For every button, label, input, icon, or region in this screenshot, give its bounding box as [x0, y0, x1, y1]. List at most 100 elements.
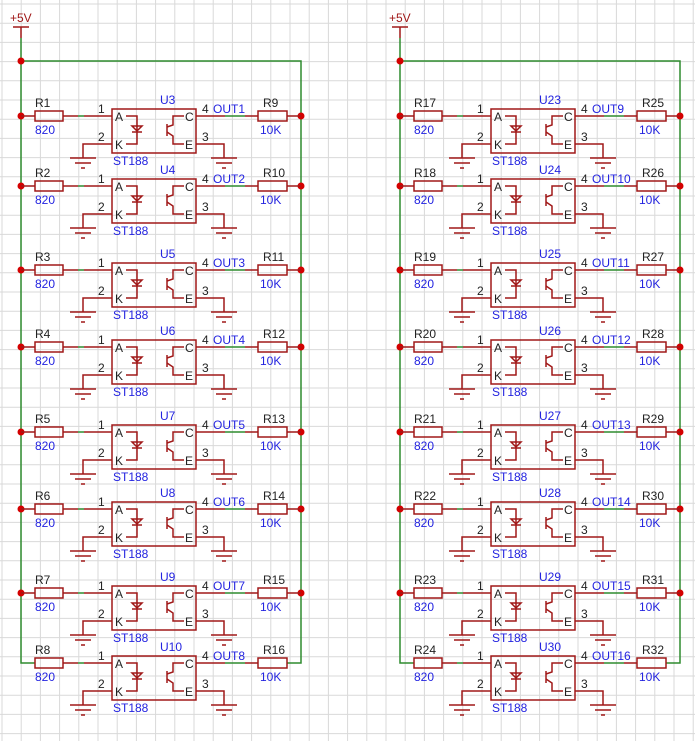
optocoupler-part: ST188 [113, 224, 149, 238]
input-resistor-ref: R2 [35, 166, 51, 180]
input-resistor-value: 820 [414, 193, 434, 207]
phototransistor-icon [545, 447, 563, 461]
pin-name: E [564, 615, 572, 629]
wire [461, 536, 491, 551]
wire [575, 143, 604, 158]
pullup-resistor-value: 10K [260, 354, 281, 368]
pin-number: 1 [98, 102, 105, 116]
optocoupler-part: ST188 [113, 631, 149, 645]
wire [575, 536, 604, 551]
pin-number: 2 [477, 200, 484, 214]
pullup-resistor-ref: R25 [642, 96, 664, 110]
optocoupler-body [490, 424, 576, 470]
pullup-resistor-value: 10K [260, 193, 281, 207]
pin-name: A [115, 657, 123, 671]
input-resistor-ref: R3 [35, 250, 51, 264]
wire [196, 536, 225, 551]
optocoupler-part: ST188 [113, 308, 149, 322]
led-icon [130, 602, 144, 610]
pin-number: 2 [477, 284, 484, 298]
input-resistor-ref: R8 [35, 643, 51, 657]
right-rail-wire [400, 60, 681, 664]
optocoupler-part: ST188 [492, 547, 528, 561]
pin-number: 1 [477, 333, 484, 347]
pin-name: K [115, 685, 123, 699]
wire [82, 213, 112, 228]
led-icon [130, 518, 144, 526]
pin-name: K [494, 531, 502, 545]
optocoupler-ref: U7 [160, 409, 176, 423]
pin-number: 1 [98, 649, 105, 663]
pin-number: 3 [202, 607, 209, 621]
pin-number: 2 [477, 361, 484, 375]
optocoupler-ref: U29 [539, 570, 561, 584]
pin-number: 3 [202, 130, 209, 144]
pullup-resistor-ref: R15 [263, 573, 285, 587]
input-resistor-value: 820 [35, 277, 55, 291]
pin-number: 4 [581, 102, 588, 116]
wire [461, 143, 491, 158]
phototransistor-icon [545, 185, 563, 198]
pin-name: A [494, 657, 502, 671]
optocoupler-ref: U9 [160, 570, 176, 584]
pin-number: 3 [202, 446, 209, 460]
pin-name: E [564, 685, 572, 699]
net-label: OUT3 [213, 256, 245, 270]
optocoupler-ref: U24 [539, 163, 561, 177]
optocoupler-body [490, 655, 576, 701]
pullup-resistor-ref: R32 [642, 643, 664, 657]
wire [82, 143, 112, 158]
optocoupler-body [490, 339, 576, 385]
pin-number: 4 [581, 649, 588, 663]
phototransistor-icon [545, 346, 563, 359]
pullup-resistor [257, 264, 288, 276]
optocoupler-part: ST188 [113, 154, 149, 168]
pin-name: E [185, 369, 193, 383]
pin-number: 1 [477, 495, 484, 509]
input-resistor-ref: R18 [414, 166, 436, 180]
input-resistor [413, 587, 443, 599]
optocoupler-body [490, 501, 576, 547]
pullup-resistor-ref: R9 [263, 96, 279, 110]
pin-name: A [115, 503, 123, 517]
wire [196, 690, 225, 705]
phototransistor-icon [545, 592, 563, 605]
pin-name: K [494, 454, 502, 468]
pin-name: K [115, 369, 123, 383]
optocoupler-ref: U27 [539, 409, 561, 423]
pin-name: A [115, 264, 123, 278]
phototransistor-icon [545, 269, 563, 282]
pin-name: C [185, 503, 194, 517]
led-icon [130, 125, 144, 133]
pin-name: E [185, 292, 193, 306]
pin-name: A [115, 341, 123, 355]
pullup-resistor [636, 264, 667, 276]
net-label: OUT14 [592, 495, 631, 509]
pullup-resistor-ref: R12 [263, 327, 285, 341]
wire [461, 297, 491, 312]
led-icon [509, 279, 523, 287]
pin-name: E [185, 454, 193, 468]
input-resistor-value: 820 [35, 600, 55, 614]
input-resistor-ref: R1 [35, 96, 51, 110]
optocoupler-part: ST188 [492, 385, 528, 399]
pin-name: C [185, 657, 194, 671]
optocoupler-body [111, 424, 197, 470]
pin-number: 1 [98, 333, 105, 347]
input-resistor-value: 820 [35, 354, 55, 368]
pin-number: 4 [581, 579, 588, 593]
wire [575, 297, 604, 312]
pin-number: 2 [98, 446, 105, 460]
pin-number: 3 [202, 284, 209, 298]
phototransistor-icon [166, 608, 184, 622]
optocoupler-body [490, 585, 576, 631]
pullup-resistor [257, 110, 288, 122]
input-resistor-ref: R21 [414, 412, 436, 426]
